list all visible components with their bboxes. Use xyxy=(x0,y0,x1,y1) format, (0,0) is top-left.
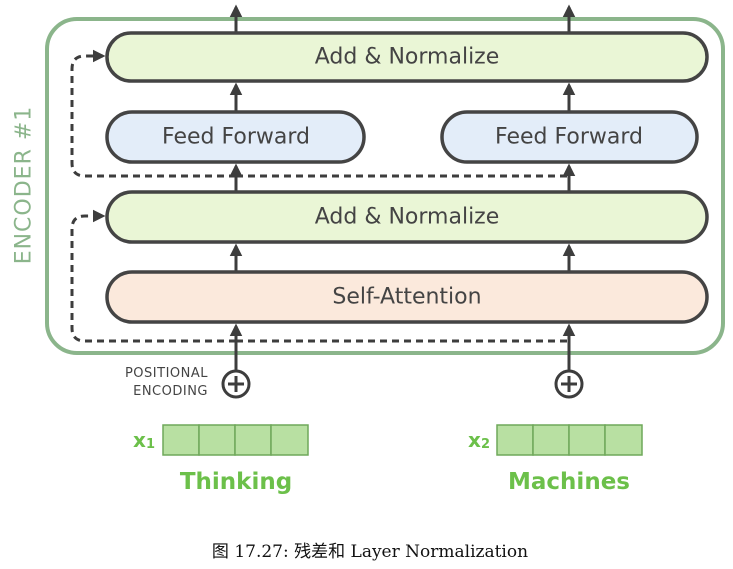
add-normalize-top-box xyxy=(105,31,709,83)
feed-forward-left-label: Feed Forward xyxy=(162,125,310,150)
feed-forward-right-label: Feed Forward xyxy=(495,125,643,150)
encoder-label: ENCODER #1 xyxy=(12,106,37,265)
vector-x2 xyxy=(496,424,643,456)
feed-forward-left-box xyxy=(105,110,366,164)
vector-x1 xyxy=(162,424,309,456)
vector-label-x2: x2 xyxy=(468,428,490,452)
residual-path-bottom-left xyxy=(70,209,236,343)
word-machines: Machines xyxy=(508,469,630,495)
positional-encoding-line2: ENCODING xyxy=(133,384,208,399)
vector-label-x1: x1 xyxy=(133,428,155,452)
positional-encoding-line1: POSITIONAL xyxy=(125,366,208,381)
figure-caption: 图 17.27: 残差和 Layer Normalization xyxy=(212,542,528,562)
add-normalize-bottom-label: Add & Normalize xyxy=(315,205,500,230)
self-attention-box xyxy=(105,270,709,324)
residual-path-top-left xyxy=(70,49,236,178)
word-thinking: Thinking xyxy=(180,469,292,495)
encoder-frame xyxy=(45,17,725,355)
add-normalize-top-label: Add & Normalize xyxy=(315,45,500,70)
add-normalize-bottom-box xyxy=(105,190,709,244)
plus-icon-left xyxy=(221,369,251,399)
self-attention-label: Self-Attention xyxy=(332,285,481,310)
feed-forward-right-box xyxy=(440,110,699,164)
plus-icon-right xyxy=(554,369,584,399)
